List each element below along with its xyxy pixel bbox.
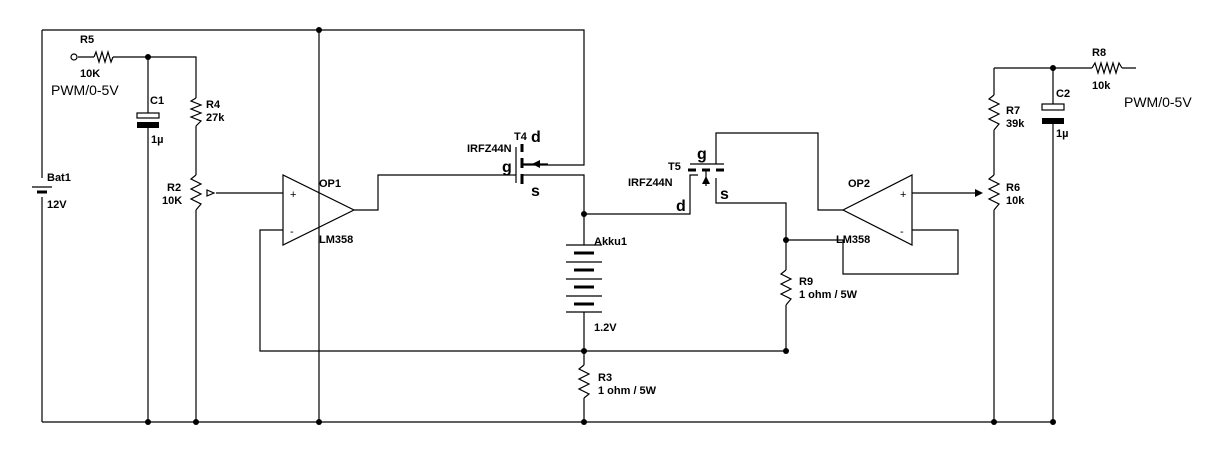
op2-ref: OP2 (848, 178, 870, 190)
op1-ref: OP1 (319, 178, 341, 190)
bat1-ref: Bat1 (47, 172, 71, 184)
c2-ref: C2 (1056, 88, 1070, 100)
mosfet-t5: T5 IRFZ44N g d s (628, 146, 729, 215)
r9-ref: R9 (799, 276, 813, 288)
r3-value: 1 ohm / 5W (598, 385, 657, 397)
r5-value: 10K (80, 68, 100, 80)
resistor-r8: R8 10k (1091, 47, 1123, 92)
resistor-r4: R4 27k (189, 97, 225, 127)
r3-ref: R3 (598, 372, 612, 384)
wires (41, 29, 1136, 423)
op2-minus: - (900, 226, 904, 238)
opamp-op2: + - OP2 LM358 (836, 174, 913, 246)
r5-ref: R5 (80, 34, 94, 46)
t5-source-label: s (720, 186, 729, 203)
t4-drain-label: d (531, 129, 541, 146)
r8-value: 10k (1092, 80, 1111, 92)
t5-drain-label: d (676, 198, 686, 215)
op2-part: LM358 (836, 234, 870, 246)
r7-ref: R7 (1006, 105, 1020, 117)
op1-minus: - (290, 226, 294, 238)
t4-gate-label: g (502, 159, 512, 176)
r4-value: 27k (206, 112, 225, 124)
pwm-input-right-label: PWM/0-5V (1124, 94, 1192, 110)
r7-value: 39k (1006, 118, 1025, 130)
t4-source-label: s (531, 183, 540, 200)
r2-value: 10K (162, 195, 182, 207)
r9-value: 1 ohm / 5W (799, 289, 858, 301)
bat1-value: 12V (47, 199, 67, 211)
r6-ref: R6 (1006, 182, 1020, 194)
t5-gate-label: g (697, 146, 707, 163)
r2-ref: R2 (167, 182, 181, 194)
capacitor-c1: C1 1µ (136, 95, 164, 146)
t4-part: IRFZ44N (467, 143, 512, 155)
akku1-value: 1.2V (594, 322, 617, 334)
pwm-input-left-label: PWM/0-5V (51, 82, 119, 98)
c1-value: 1µ (151, 134, 163, 146)
potentiometer-r6: R6 10k (975, 174, 1025, 211)
battery-bat1: Bat1 12V (32, 172, 71, 211)
r8-ref: R8 (1092, 47, 1106, 59)
op2-plus: + (900, 189, 906, 201)
op1-plus: + (290, 189, 296, 201)
r6-value: 10k (1006, 195, 1025, 207)
battery-akku1: Akku1 1.2V (566, 236, 627, 334)
resistor-r3: R3 1 ohm / 5W (577, 364, 657, 399)
potentiometer-r2: R2 10K (162, 174, 216, 211)
c1-ref: C1 (150, 95, 164, 107)
t5-part: IRFZ44N (628, 177, 673, 189)
capacitor-c2: C2 1µ (1041, 88, 1070, 140)
resistor-r5: R5 10K (70, 34, 114, 80)
junction-dots (145, 27, 1056, 425)
c2-value: 1µ (1056, 128, 1068, 140)
t5-ref: T5 (668, 161, 681, 173)
r4-ref: R4 (206, 99, 221, 111)
resistor-r9: R9 1 ohm / 5W (779, 269, 858, 306)
mosfet-t4: T4 IRFZ44N d g s (467, 129, 548, 200)
t4-ref: T4 (514, 131, 528, 143)
op1-part: LM358 (319, 234, 353, 246)
akku1-ref: Akku1 (594, 236, 627, 248)
opamp-op1: + - OP1 LM358 (282, 174, 356, 246)
resistor-r7: R7 39k (987, 94, 1025, 131)
